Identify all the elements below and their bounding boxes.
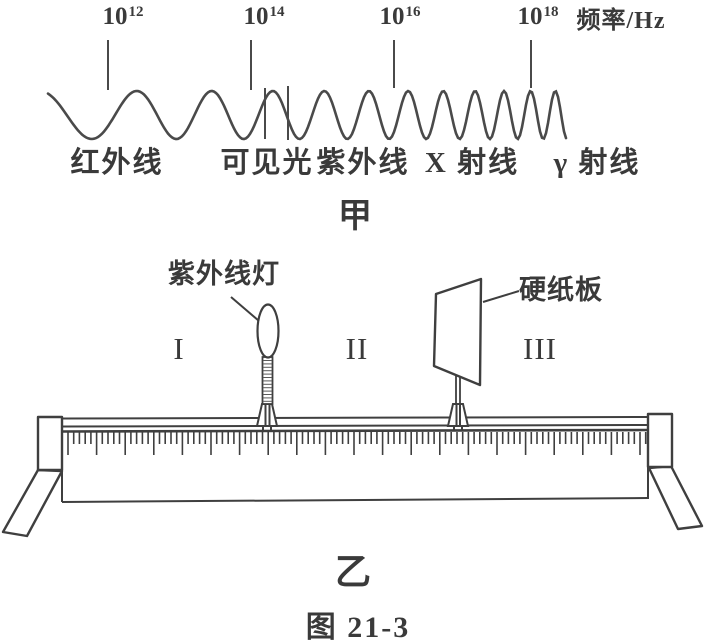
frequency-axis-label: 频率/Hz	[576, 8, 666, 34]
figure-caption: 图 21-3	[305, 611, 411, 640]
spectrum-wave	[46, 88, 568, 141]
panel-caption-yi: 乙	[334, 552, 372, 592]
region-label-3: III	[523, 331, 557, 366]
region-label-1: I	[173, 331, 185, 366]
freq-marker-1e12: 1012	[102, 3, 144, 30]
lamp-holder-clamp	[255, 403, 279, 431]
band-label-xray: X 射线	[424, 147, 520, 179]
lamp-stem	[261, 356, 274, 405]
cardboard-label: 硬纸板	[519, 275, 603, 305]
band-label-gamma: γ 射线	[553, 147, 641, 179]
uv-lamp-label: 紫外线灯	[168, 259, 280, 289]
band-label-infrared: 红外线	[70, 147, 164, 179]
board-holder-clamp	[446, 403, 470, 431]
lamp-leader-line	[230, 296, 260, 322]
ruler-scale-ticks	[67, 432, 647, 455]
cardboard-screen	[432, 277, 483, 387]
freq-marker-1e18: 1018	[517, 3, 559, 30]
band-label-visible: 可见光	[220, 147, 314, 179]
uv-lamp-bulb	[256, 303, 280, 359]
region-label-2: II	[345, 331, 369, 366]
freq-marker-1e14: 1014	[243, 3, 285, 30]
optical-bench-body	[61, 416, 649, 503]
board-leader-line	[482, 290, 520, 303]
panel-caption-jia: 甲	[338, 198, 372, 235]
bench-right-foot	[646, 412, 704, 531]
visible-band-boundary-lines	[264, 86, 289, 140]
frequency-tick-marks	[107, 40, 532, 90]
band-label-ultraviolet: 紫外线	[316, 147, 410, 179]
freq-marker-1e16: 1016	[379, 3, 421, 30]
bench-left-foot	[1, 415, 64, 538]
